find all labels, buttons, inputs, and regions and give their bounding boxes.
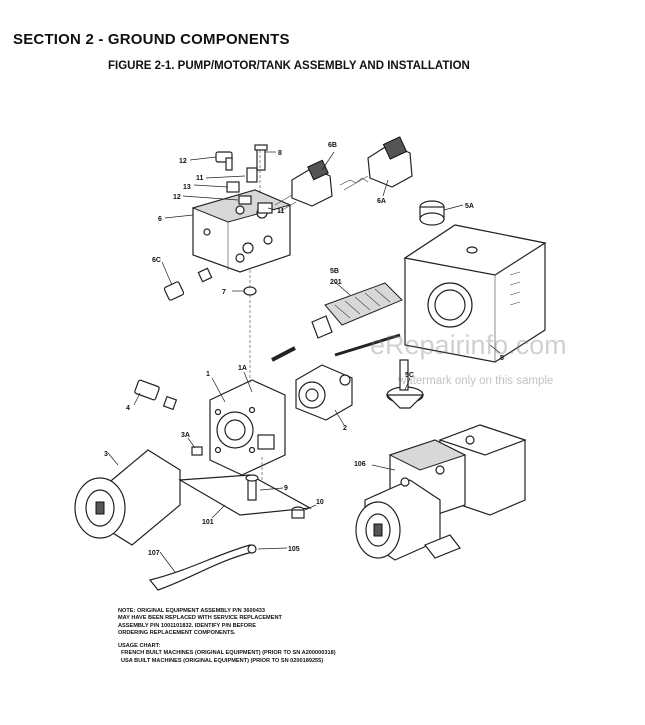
note-line: NOTE: ORIGINAL EQUIPMENT ASSEMBLY P/N 36… <box>118 608 266 614</box>
callout-12-top: 12 <box>179 158 187 165</box>
callout-3: 3 <box>104 451 108 458</box>
callout-105: 105 <box>288 546 300 553</box>
suction-filter-5b <box>311 282 403 339</box>
breather-cap-5a <box>419 200 445 226</box>
pump-2 <box>295 364 353 421</box>
callout-1a: 1A <box>238 365 247 372</box>
callout-6a: 6A <box>377 198 386 205</box>
callout-106: 106 <box>354 461 366 468</box>
callout-2: 2 <box>343 425 347 432</box>
note-line: ASSEMBLY P/N 1001101832. IDENTIFY P/N BE… <box>118 622 256 629</box>
mounting-plate <box>178 474 312 516</box>
callout-3a: 3A <box>181 432 190 439</box>
callout-labels: 12 8 6B 11 13 12 6 11 6A 5A 6C 7 5B 201 … <box>104 142 504 557</box>
section-title: SECTION 2 - GROUND COMPONENTS <box>13 31 290 48</box>
motor-adapter-1 <box>209 379 286 476</box>
notes-block: NOTE: ORIGINAL EQUIPMENT ASSEMBLY P/N 36… <box>118 608 336 665</box>
callout-9: 9 <box>284 485 288 492</box>
callout-7: 7 <box>222 289 226 296</box>
callout-6b: 6B <box>328 142 337 149</box>
note-line: MAY HAVE BEEN REPLACED WITH SERVICE REPL… <box>118 615 282 622</box>
assembly-centerlines <box>249 150 263 480</box>
callout-201: 201 <box>330 279 342 286</box>
callout-5a: 5A <box>465 203 474 210</box>
watermark-subtext: watermark only on this sample <box>398 375 554 387</box>
callout-4: 4 <box>126 405 130 412</box>
callout-13: 13 <box>183 184 191 191</box>
usage-line: FRENCH BUILT MACHINES (ORIGINAL EQUIPMEN… <box>121 650 336 657</box>
callout-8: 8 <box>278 150 282 157</box>
bushing-10 <box>291 506 305 519</box>
callout-6: 6 <box>158 216 162 223</box>
callout-107: 107 <box>148 550 160 557</box>
callout-11-right: 11 <box>277 208 285 215</box>
callout-5c: 5C <box>405 372 414 379</box>
tank-5 <box>403 224 547 363</box>
watermark-text: eRepairinfo.com <box>370 330 567 360</box>
usage-line: USA BUILT MACHINES (ORIGINAL EQUIPMENT) … <box>121 657 324 664</box>
usage-chart-title: USAGE CHART: <box>118 643 161 650</box>
callout-101: 101 <box>202 519 214 526</box>
callout-5b: 5B <box>330 268 339 275</box>
o-ring-7 <box>243 286 257 296</box>
callout-10: 10 <box>316 499 324 506</box>
figure-title: FIGURE 2-1. PUMP/MOTOR/TANK ASSEMBLY AND… <box>108 60 470 72</box>
solenoid-valve-6b <box>274 159 333 213</box>
callout-1: 1 <box>206 371 210 378</box>
note-line: ORDERING REPLACEMENT COMPONENTS. <box>118 629 236 636</box>
callout-11-left: 11 <box>196 175 204 182</box>
assembled-unit-106 <box>355 424 527 561</box>
callout-6c: 6C <box>152 257 161 264</box>
fitting-4 <box>134 379 178 411</box>
strap-107 <box>148 544 257 591</box>
plug-6c <box>163 267 213 301</box>
leader-lines <box>107 151 501 573</box>
strainer-5c <box>385 359 425 409</box>
callout-5: 5 <box>500 355 504 362</box>
callout-12-mid: 12 <box>173 194 181 201</box>
solenoid-valve-6a <box>339 136 413 191</box>
motor-3 <box>74 449 181 546</box>
